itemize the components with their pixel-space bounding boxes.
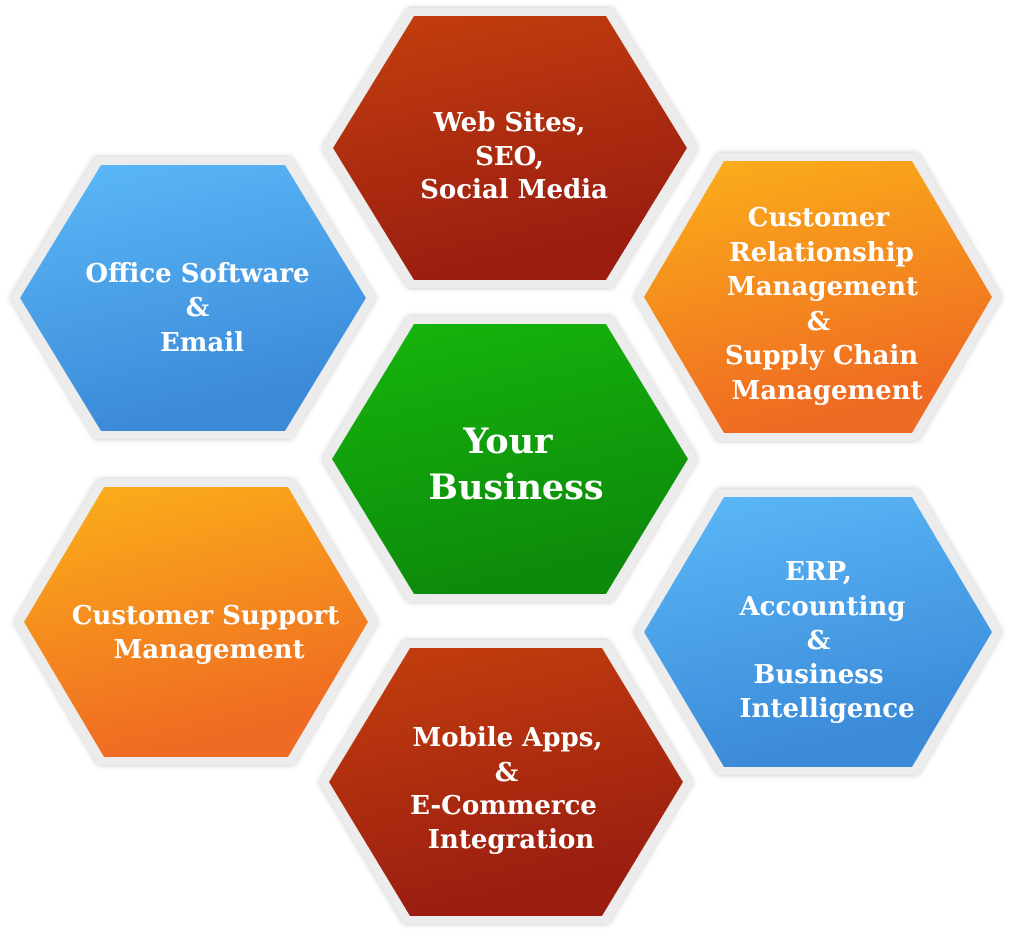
hex-erp-line-5: Intelligence <box>739 694 914 724</box>
hex-crm-shape <box>644 161 992 433</box>
hex-crm-line-6: Management <box>731 376 922 406</box>
hex-mobile-apps-label: Mobile Apps, & E-Commerce Integration <box>410 723 611 855</box>
hex-crm-line-4: & <box>807 307 830 337</box>
hex-customer-support-line-2: Management <box>113 635 304 665</box>
hex-web-sites-line-2: SEO, <box>475 142 544 172</box>
hex-crm: Customer Relationship Management & Suppl… <box>634 153 1002 441</box>
hex-mobile-apps: Mobile Apps, & E-Commerce Integration <box>319 640 693 924</box>
hex-customer-support: Customer Support Management <box>14 479 378 765</box>
hex-mobile-apps-line-2: & <box>495 758 518 788</box>
hex-crm-label: Customer Relationship Management & Suppl… <box>725 203 927 406</box>
hex-office-software-line-2: & <box>186 293 209 323</box>
hex-erp-line-3: & <box>807 626 830 656</box>
hex-erp-line-2: Accounting <box>738 592 905 622</box>
hex-customer-support-line-1: Customer Support <box>72 601 339 631</box>
hex-erp-line-1: ERP, <box>785 557 852 587</box>
hex-your-business: Your Business <box>322 316 698 602</box>
hex-erp-shape <box>644 497 992 767</box>
hex-web-sites-shape <box>333 16 687 280</box>
hex-mobile-apps-shape <box>329 648 683 916</box>
hex-web-sites: Web Sites, SEO, Social Media <box>322 8 698 288</box>
hex-crm-line-3: Management <box>727 272 918 302</box>
hex-office-software: Office Software & Email <box>10 157 376 439</box>
hex-web-sites-line-1: Web Sites, <box>433 108 586 138</box>
hex-mobile-apps-line-4: Integration <box>428 825 595 855</box>
hex-erp: ERP, Accounting & Business Intelligence <box>634 489 1002 775</box>
hex-your-business-shape <box>332 324 688 594</box>
hex-mobile-apps-line-3: E-Commerce <box>410 791 597 821</box>
hex-office-software-line-3: Email <box>160 328 244 358</box>
hex-crm-line-1: Customer <box>748 203 890 233</box>
hex-crm-line-5: Supply Chain <box>725 341 918 371</box>
hex-customer-support-label: Customer Support Management <box>72 601 349 665</box>
hex-your-business-line-2: Business <box>428 467 603 508</box>
hex-office-software-line-1: Office Software <box>85 259 309 289</box>
hex-office-software-label: Office Software & Email <box>85 259 318 358</box>
hex-web-sites-label: Web Sites, SEO, Social Media <box>420 108 608 205</box>
hex-mobile-apps-line-1: Mobile Apps, <box>413 723 603 753</box>
hex-customer-support-shape <box>24 487 368 757</box>
hex-crm-line-2: Relationship <box>729 238 914 268</box>
hex-erp-label: ERP, Accounting & Business Intelligence <box>738 557 914 724</box>
hex-office-software-shape <box>20 165 366 431</box>
hex-your-business-line-1: Your <box>462 421 553 462</box>
hex-web-sites-line-3: Social Media <box>420 175 608 205</box>
hex-your-business-label: Your Business <box>428 421 603 508</box>
hex-erp-line-4: Business <box>753 660 883 690</box>
